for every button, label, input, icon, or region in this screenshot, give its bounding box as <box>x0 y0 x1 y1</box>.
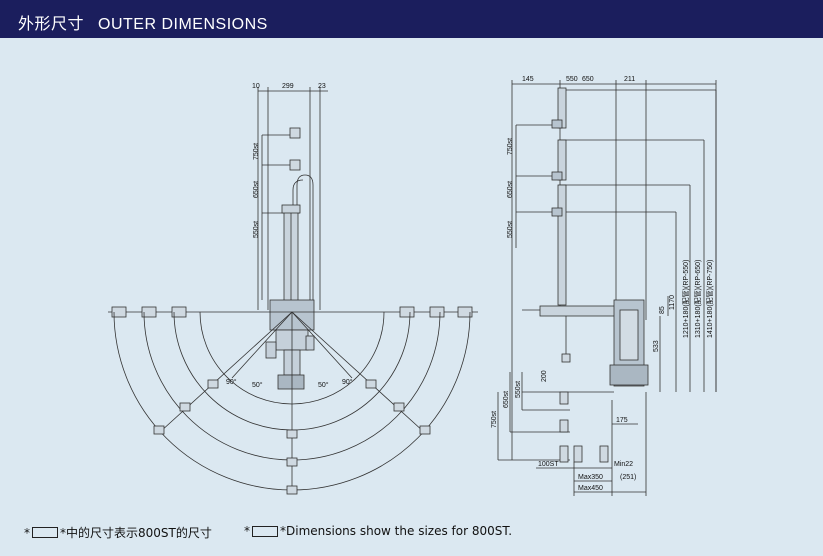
side-dim-rp550: 1210+180(配管)(RP-550) <box>681 260 690 338</box>
side-stroke-650-upper: 650st <box>507 181 514 198</box>
front-angle-90-right: 90° <box>342 378 353 386</box>
footnote-mark-cn-2: * <box>60 525 66 540</box>
side-dim-211: 211 <box>624 76 635 83</box>
front-dim-right: 23 <box>318 83 326 90</box>
side-dim-rp650: 1310+180(配管)(RP-650) <box>693 260 702 338</box>
side-dim-251: (251) <box>620 474 636 481</box>
side-dim-max450: Max450 <box>578 485 603 492</box>
side-dim-max350: Max350 <box>578 474 603 481</box>
dimension-box-icon <box>32 527 58 538</box>
front-dim-left: 10 <box>252 83 260 90</box>
dimension-box-icon-en <box>252 525 278 537</box>
side-view <box>497 80 717 496</box>
dimension-drawing: 10 299 23 750st 650st 550st 90° 50° 50° … <box>108 76 717 496</box>
footnote-text-en: Dimensions show the sizes for 800ST. <box>286 524 513 538</box>
section-title: 外形尺寸 OUTER DIMENSIONS <box>18 10 268 34</box>
side-stroke-550-lower: 550st <box>515 381 522 398</box>
side-stroke-550-upper: 550st <box>507 221 514 238</box>
front-dim-center: 299 <box>282 83 294 90</box>
front-stroke-650: 650st <box>253 181 260 198</box>
side-stroke-750-lower: 750st <box>491 411 498 428</box>
side-dim-85: 85 <box>659 306 666 314</box>
footnote-english: * * Dimensions show the sizes for 800ST. <box>244 524 512 538</box>
footnote-text-cn: 中的尺寸表示800ST的尺寸 <box>66 526 212 540</box>
side-dim-533: 533 <box>653 340 660 352</box>
footnote-mark-en: * <box>244 524 250 538</box>
section-header: 外形尺寸 OUTER DIMENSIONS <box>0 0 823 38</box>
side-dim-100st: 100ST <box>538 461 559 468</box>
side-dim-650: 650 <box>582 76 594 83</box>
title-english: OUTER DIMENSIONS <box>98 16 268 33</box>
side-dim-175: 175 <box>616 417 628 424</box>
front-angle-50-right: 50° <box>318 381 329 389</box>
front-stroke-550: 550st <box>253 221 260 238</box>
front-stroke-750: 750st <box>253 143 260 160</box>
side-dim-1170: 1170 <box>669 295 676 310</box>
side-dim-min22: Min22 <box>614 461 633 468</box>
side-dim-rp750: 1410+180(配管)(RP-750) <box>705 260 714 338</box>
side-dim-145: 145 <box>522 76 534 83</box>
side-stroke-650-lower: 650st <box>503 391 510 408</box>
footnote-mark-cn: * <box>24 525 30 540</box>
footnote-chinese: * * 中的尺寸表示800ST的尺寸 <box>24 524 212 541</box>
front-angle-90-left: 90° <box>226 378 237 386</box>
footnote-mark-en-2: * <box>280 524 286 538</box>
front-view <box>108 87 478 495</box>
title-chinese: 外形尺寸 <box>18 14 85 33</box>
side-dim-550: 550 <box>566 76 578 83</box>
side-dim-200: 200 <box>541 370 548 382</box>
front-angle-50-left: 50° <box>252 381 263 389</box>
side-stroke-750-upper: 750st <box>507 138 514 155</box>
